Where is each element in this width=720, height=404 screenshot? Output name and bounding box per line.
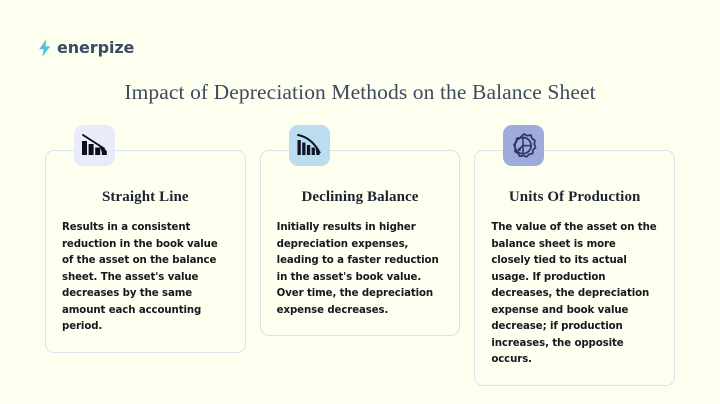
card-body: Results in a consistent reduction in the… [62,222,218,333]
brand-logo: enerpize [38,38,134,57]
card-title: Straight Line [101,189,189,205]
card-body: The value of the asset on the balance sh… [491,222,657,366]
page-title: Impact of Depreciation Methods on the Ba… [124,80,596,104]
card-title: Units Of Production [508,189,641,205]
card-body: Initially results in higher depreciation… [276,222,439,316]
brand-name: enerpize [57,38,135,57]
card-units-of-production: Units Of Production The value of the ass… [474,125,676,386]
card-title: Declining Balance [301,189,419,205]
gear-production-icon [503,125,545,166]
card-declining-balance: Declining Balance Initially results in h… [259,125,461,337]
lightning-bolt-icon [39,38,51,57]
card-straight-line: Straight Line Results in a consistent re… [45,125,246,353]
cards-row: Straight Line Results in a consistent re… [45,125,676,386]
declining-curve-bars-icon [288,125,330,166]
declining-bar-chart-arrow-icon [74,125,115,166]
